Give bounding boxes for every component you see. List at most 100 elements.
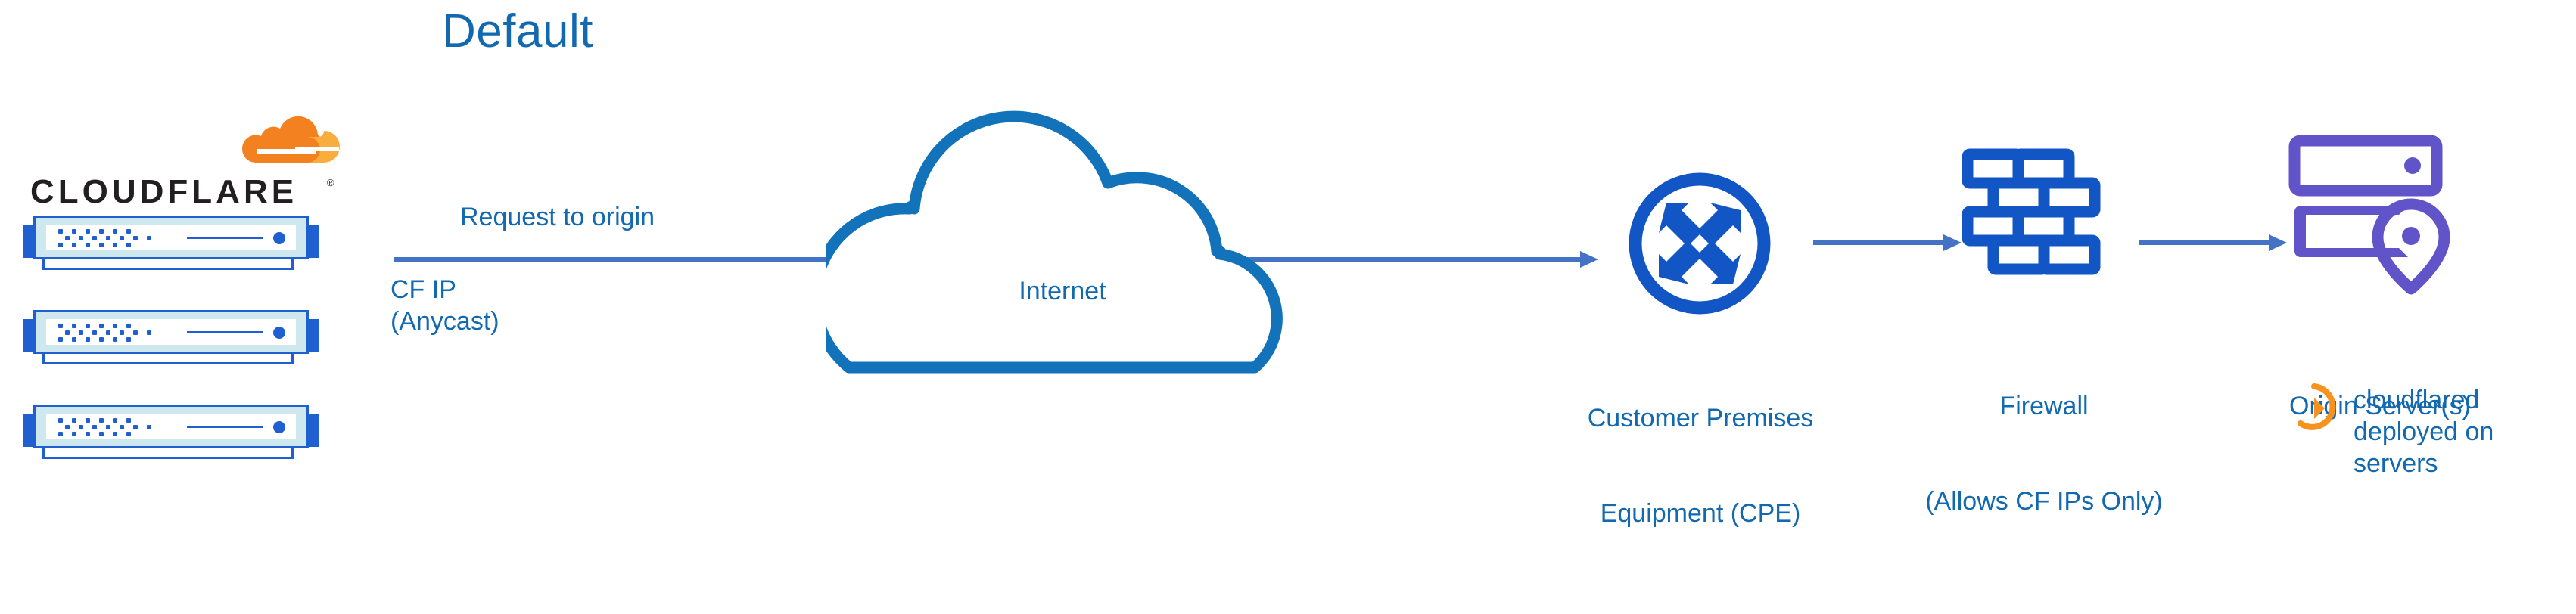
cloudflared-line3: servers: [2354, 449, 2438, 478]
rack-vent-dot: [133, 425, 138, 429]
cloudflare-edge-server-3: [17, 405, 325, 459]
rack-ear-right: [306, 319, 319, 352]
rack-ear-left: [23, 414, 36, 447]
rack-vent-dot: [133, 330, 138, 335]
firewall-caption: Firewall (Allows CF IPs Only): [1893, 327, 2195, 581]
rack-vent-dot: [72, 324, 76, 328]
rack-vent-dot: [126, 418, 131, 423]
cf-ip-label-line1: CF IP: [390, 275, 456, 304]
rack-vent-dot: [147, 425, 151, 429]
rack-vent-dot: [113, 418, 117, 423]
arrow-shaft: [2139, 240, 2269, 245]
rack-vent-dot: [106, 425, 110, 429]
cloudflare-wordmark: CLOUDFLARE ®: [30, 173, 334, 210]
rack-status-led: [273, 327, 285, 339]
rack-ear-left: [23, 225, 36, 258]
cf-ip-label: CF IP (Anycast): [390, 274, 499, 337]
cf-ip-label-line2: (Anycast): [390, 307, 499, 336]
arrow-head: [1580, 251, 1598, 268]
request-to-origin-label: Request to origin: [460, 203, 655, 231]
rack-vent-dots: [58, 418, 158, 436]
rack-vent-dot: [65, 236, 70, 240]
registered-trademark-symbol: ®: [327, 177, 334, 188]
rack-vent-dots: [58, 229, 158, 247]
rack-vent-dot: [99, 243, 104, 247]
rack-vent-dot: [106, 236, 110, 240]
origin-caption: Origin Server(s): [2255, 327, 2505, 485]
page-title: Default: [442, 5, 593, 57]
rack-vent-dot: [99, 337, 104, 342]
cloudflare-edge-server-2: [17, 310, 325, 364]
arrow-shaft: [1813, 240, 1943, 245]
rack-vent-dot: [79, 425, 83, 429]
rack-slot-line: [187, 426, 263, 428]
cloudflare-edge-server-1: [17, 216, 325, 270]
rack-vent-dot: [113, 324, 117, 328]
rack-vent-dot: [58, 418, 63, 423]
rack-vent-dot: [72, 418, 76, 423]
rack-vent-dot: [126, 243, 131, 247]
rack-vent-dot: [126, 337, 131, 342]
rack-vent-dot: [79, 236, 83, 240]
rack-vent-dot: [58, 337, 63, 342]
rack-slot-line: [187, 237, 263, 239]
cloudflared-line2: deployed on: [2354, 417, 2494, 446]
rack-vent-dot: [113, 229, 117, 234]
rack-slot-line: [187, 331, 263, 333]
rack-body: [33, 405, 309, 448]
rack-vent-dot: [86, 324, 90, 328]
arrow-head: [1943, 234, 1962, 251]
cloudflare-wordmark-text: CLOUDFLARE: [30, 173, 297, 210]
rack-vent-dot: [86, 229, 90, 234]
rack-face: [46, 414, 296, 439]
rack-body: [33, 216, 309, 259]
rack-face: [46, 225, 296, 250]
rack-vent-dot: [86, 418, 90, 423]
arrow-cpe-to-firewall: [1813, 234, 1962, 251]
rack-vent-dot: [92, 330, 97, 335]
rack-ear-right: [306, 225, 319, 258]
rack-vent-dot: [58, 324, 63, 328]
rack-vent-dot: [58, 243, 63, 247]
rack-vent-dots: [58, 324, 158, 342]
rack-vent-dot: [126, 432, 131, 436]
rack-vent-dot: [120, 330, 124, 335]
rack-vent-dot: [86, 337, 90, 342]
rack-vent-dot: [86, 432, 90, 436]
rack-vent-dot: [92, 425, 97, 429]
rack-vent-dot: [133, 236, 138, 240]
brick-wall-icon: [1962, 148, 2101, 275]
server-location-pin-icon: [2288, 135, 2450, 295]
cloudflare-logo: CLOUDFLARE ®: [30, 106, 348, 212]
rack-vent-dot: [65, 425, 70, 429]
rack-status-led: [273, 421, 285, 433]
rack-vent-dot: [113, 432, 117, 436]
rack-vent-dot: [72, 229, 76, 234]
origin-label-line1: Origin Server(s): [2289, 392, 2471, 420]
cpe-label-line2: Equipment (CPE): [1600, 499, 1801, 528]
cloudflared-line1: cloudflared: [2354, 386, 2480, 414]
rack-vent-dot: [72, 337, 76, 342]
rack-vent-dot: [92, 236, 97, 240]
rack-ear-left: [23, 319, 36, 352]
cloudflared-caption: cloudflared deployed on servers: [2354, 384, 2565, 479]
rack-vent-dot: [120, 236, 124, 240]
internet-label: Internet: [1019, 277, 1106, 305]
rack-vent-dot: [99, 229, 104, 234]
rack-ear-right: [306, 414, 319, 447]
rack-vent-dot: [99, 418, 104, 423]
internet-cloud-icon: [826, 110, 1283, 374]
rack-vent-dot: [120, 425, 124, 429]
rack-vent-dot: [58, 229, 63, 234]
rack-vent-dot: [106, 330, 110, 335]
rack-vent-dot: [99, 432, 104, 436]
rack-vent-dot: [86, 243, 90, 247]
rack-vent-dot: [72, 432, 76, 436]
rack-vent-dot: [58, 432, 63, 436]
cpe-caption: Customer Premises Equipment (CPE): [1545, 339, 1856, 593]
firewall-label-line2: (Allows CF IPs Only): [1925, 487, 2163, 516]
rack-face: [46, 319, 296, 345]
rack-vent-dot: [126, 324, 131, 328]
rack-vent-dot: [79, 330, 83, 335]
rack-vent-dot: [126, 229, 131, 234]
